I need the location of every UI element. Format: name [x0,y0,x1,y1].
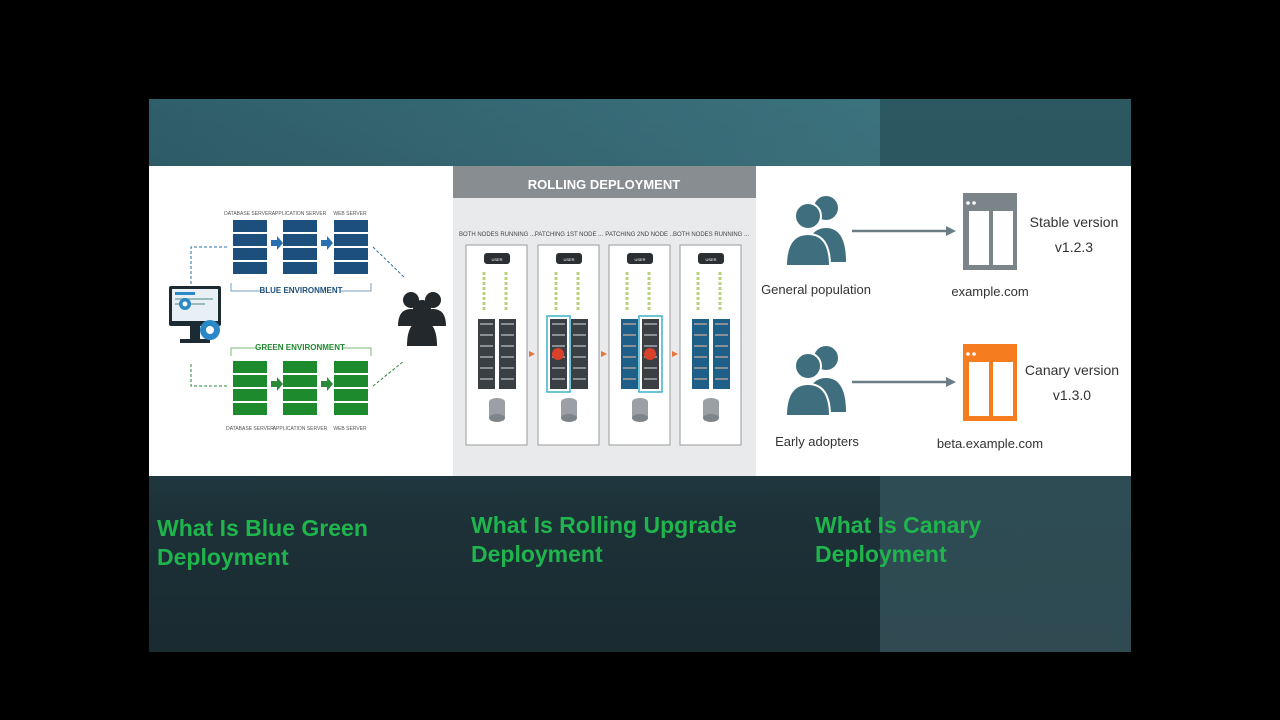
route-line-blue [190,246,227,284]
route-line-blue-users [372,246,405,278]
caption-rolling: What Is Rolling Upgrade Deployment [471,511,737,569]
people-icon-canary [784,346,846,417]
rolling-column: USER [537,244,600,446]
canary-domain: beta.example.com [937,436,1043,451]
caption-blue-green-line2: Deployment [157,544,289,570]
rolling-title-bar [453,166,756,198]
canary-version: v1.3.0 [1053,387,1091,403]
rolling-deployment-diagram: ROLLING DEPLOYMENT BOTH NODES RUNNING ..… [453,166,756,476]
green-server-racks [233,361,368,415]
server-unit [283,403,317,415]
canary-group-label: Early adopters [775,434,859,449]
caption-canary-line1: What Is Canary [815,512,982,538]
caption-rolling-line1: What Is Rolling Upgrade [471,512,737,538]
bg-top-label-app: APPLICATION SERVER [272,211,327,217]
caption-canary-line2: Deployment [815,541,947,567]
rolling-column: USER [679,244,742,446]
caption-blue-green-line1: What Is Blue Green [157,515,368,541]
server-unit [283,361,317,373]
server-unit [283,248,317,260]
server-unit [283,220,317,232]
server-unit [233,262,267,274]
green-env-label: GREEN ENVIRONMENT [255,343,345,352]
rolling-column: USER [465,244,528,446]
route-line-green [190,364,227,387]
slide: DATABASE SERVER APPLICATION SERVER WEB S… [149,99,1131,652]
server-unit [334,403,368,415]
server-unit [283,389,317,401]
caption-rolling-line2: Deployment [471,541,603,567]
server-unit [233,389,267,401]
server-unit [233,375,267,387]
rolling-col-label-4: BOTH NODES RUNNING ... [673,232,749,238]
server-unit [233,248,267,260]
rolling-title: ROLLING DEPLOYMENT [528,177,680,192]
server-unit [334,361,368,373]
server-unit [283,375,317,387]
user-box-label: USER [491,257,502,262]
flow-arrow [321,377,333,391]
people-icon-stable [784,196,846,267]
rolling-columns: USER USER USER USER [465,244,742,446]
server-unit [233,220,267,232]
stable-version-label: Stable version [1030,214,1119,230]
bg-top-label-web: WEB SERVER [333,211,367,217]
server-unit [233,234,267,246]
users-icon [398,292,446,346]
server-unit [283,262,317,274]
flow-arrow [271,377,283,391]
blue-green-svg: DATABASE SERVER APPLICATION SERVER WEB S… [169,211,446,432]
server-unit [334,220,368,232]
blue-env-label-bg [261,284,341,295]
bg-top-label-db: DATABASE SERVER [224,211,272,217]
rolling-col-label-1: BOTH NODES RUNNING ... [459,232,535,238]
bg-bottom-label-web: WEB SERVER [333,426,367,432]
user-box-label: USER [563,257,574,262]
arrow-canary-head [946,377,956,387]
caption-blue-green: What Is Blue Green Deployment [157,514,368,572]
router-monitor-icon [169,286,221,343]
server-unit [334,248,368,260]
server-unit [233,403,267,415]
server-unit [283,234,317,246]
flow-arrow [321,236,333,250]
route-line-green-users [372,360,405,387]
server-unit [334,234,368,246]
stable-version: v1.2.3 [1055,239,1093,255]
browser-icon-canary [963,344,1017,421]
canary-deployment-diagram: General population example.com Stable ve… [756,166,1131,476]
stable-group-label: General population [761,282,871,297]
server-unit [233,361,267,373]
rolling-svg: ROLLING DEPLOYMENT BOTH NODES RUNNING ..… [453,166,756,446]
rolling-column: USER [608,244,671,446]
rolling-col-label-2: PATCHING 1ST NODE ... [535,232,604,238]
user-box-label: USER [634,257,645,262]
blue-green-diagram: DATABASE SERVER APPLICATION SERVER WEB S… [149,166,453,476]
arrow-stable-head [946,226,956,236]
server-unit [334,375,368,387]
server-unit [334,389,368,401]
bg-bottom-label-db: DATABASE SERVER [226,426,274,432]
blue-env-label: BLUE ENVIRONMENT [259,286,342,295]
stable-domain: example.com [951,284,1028,299]
bg-bottom-label-app: APPLICATION SERVER [273,426,328,432]
caption-canary: What Is Canary Deployment [815,511,981,569]
canary-svg: General population example.com Stable ve… [761,193,1119,451]
blue-server-racks [233,220,368,274]
user-box-label: USER [705,257,716,262]
server-unit [334,262,368,274]
canary-version-label: Canary version [1025,362,1119,378]
flow-arrow [271,236,283,250]
green-env-label-bg [257,341,343,352]
browser-icon-stable [963,193,1017,270]
rolling-col-label-3: PATCHING 2ND NODE ... [605,232,675,238]
